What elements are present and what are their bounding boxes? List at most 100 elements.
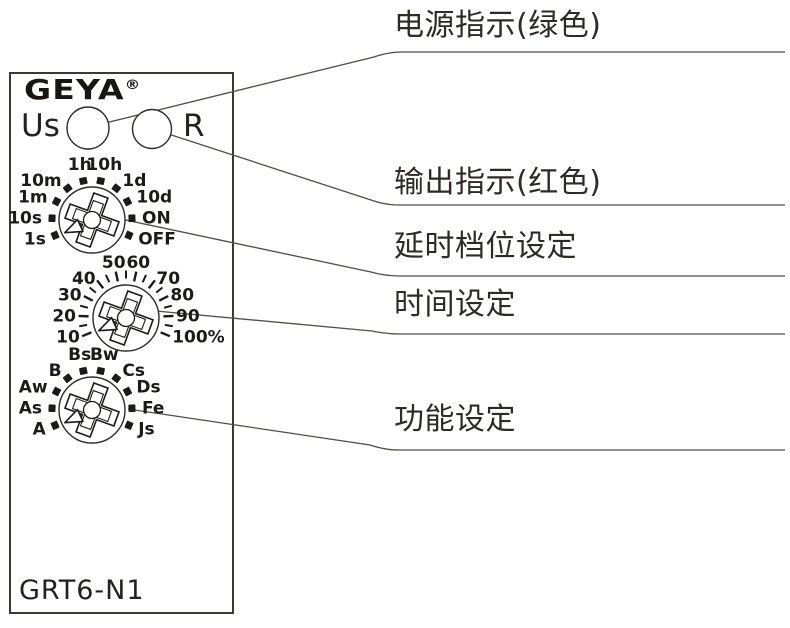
dial-tick — [132, 271, 138, 282]
dial-tick — [125, 270, 127, 279]
dial-scale-label: Fe — [142, 398, 164, 418]
dial-tick — [48, 404, 56, 413]
callout-output-indicator: 输出指示(红色) — [394, 165, 602, 200]
dial-tick — [124, 230, 134, 240]
dial-tick — [122, 196, 133, 207]
dial-scale-label: 1s — [24, 230, 46, 250]
dial-tick — [81, 331, 92, 338]
dial-scale-label: Ds — [136, 377, 160, 397]
dial-tick — [163, 314, 174, 318]
callout-leader-line-time — [144, 309, 785, 335]
device-front-panel — [9, 72, 234, 614]
dial-scale-label: 20 — [52, 306, 76, 326]
dial-tick — [96, 176, 105, 186]
dial-scale-label: 10 — [56, 328, 80, 348]
output-led — [131, 108, 173, 150]
callout-delay-range-setting: 延时档位设定 — [394, 229, 577, 264]
dial-tick — [128, 404, 136, 413]
callout-time-setting: 时间设定 — [394, 287, 516, 322]
dial-tick — [62, 373, 73, 384]
dial-tick — [147, 279, 156, 289]
dial-scale-label: 10m — [20, 171, 61, 191]
dial-tick — [79, 176, 88, 186]
dial-tick — [105, 274, 111, 283]
dial-tick — [155, 286, 164, 294]
dial-tick — [114, 271, 120, 282]
brand-logo: GEYA® — [24, 76, 140, 104]
knob-pointer-arrow-icon — [64, 408, 84, 424]
dial-scale-label: 50 — [102, 253, 126, 273]
power-led — [66, 106, 110, 150]
power-led-label: Us — [21, 108, 60, 144]
dial-scale-label: 1m — [18, 187, 48, 207]
dial-scale-label: Bs — [68, 345, 91, 365]
rotary-knob[interactable] — [59, 187, 126, 254]
callout-leader-line-delay-range — [115, 217, 785, 277]
dial-tick — [83, 295, 94, 302]
dial-scale-label: 10d — [136, 187, 172, 207]
dial-scale-label: A — [33, 420, 47, 440]
dial-tick — [128, 214, 136, 223]
knob-center — [82, 210, 102, 230]
dial-scale-label: 100% — [172, 328, 225, 348]
model-number: GRT6-N1 — [19, 575, 145, 606]
dial-tick — [50, 230, 60, 240]
callout-function-setting: 功能设定 — [394, 402, 516, 437]
registered-trademark-icon: ® — [124, 78, 141, 93]
dial-scale-label: OFF — [138, 230, 176, 250]
output-led-label: R — [183, 108, 205, 144]
dial-scale-label: 60 — [126, 253, 150, 273]
rotary-knob[interactable] — [59, 377, 126, 444]
knob-pointer-arrow-icon — [64, 218, 84, 234]
dial-tick — [158, 295, 169, 302]
knob-center — [82, 400, 102, 420]
dial-scale-label: 30 — [58, 285, 82, 305]
callout-leader-line-power — [88, 51, 785, 128]
dial-tick — [111, 183, 122, 194]
dial-tick — [51, 386, 62, 397]
callout-power-indicator: 电源指示(绿色) — [394, 8, 602, 43]
dial-tick — [111, 373, 122, 384]
dial-tick — [122, 386, 133, 397]
dial-scale-label: 10s — [8, 208, 42, 228]
dial-scale-label: 10h — [86, 155, 122, 175]
knob-pointer-arrow-icon — [98, 316, 118, 332]
dial-tick — [51, 196, 62, 207]
callout-leader-line-output — [152, 128, 785, 206]
dial-tick — [96, 279, 105, 289]
dial-tick — [78, 314, 89, 318]
dial-scale-label: B — [49, 361, 62, 381]
dial-tick — [163, 304, 173, 309]
dial-tick — [48, 214, 56, 223]
dial-tick — [62, 183, 73, 194]
dial-scale-label: Cs — [122, 361, 145, 381]
dial-tick — [79, 304, 89, 309]
dial-scale-label: 1d — [122, 171, 146, 191]
knob-center — [116, 308, 136, 328]
dial-scale-label: ON — [142, 208, 171, 228]
dial-scale-label: 40 — [72, 269, 96, 289]
dial-tick — [96, 366, 105, 376]
dial-scale-label: 80 — [170, 285, 194, 305]
dial-tick — [124, 420, 134, 430]
dial-tick — [79, 323, 88, 328]
callout-leader-line-function — [127, 408, 785, 451]
dial-tick — [50, 420, 60, 430]
dial-tick — [88, 286, 97, 294]
dial-tick — [164, 323, 173, 328]
brand-logo-text: GEYA — [24, 73, 125, 106]
dial-scale-label: 70 — [156, 269, 180, 289]
dial-tick — [160, 331, 171, 338]
rotary-knob[interactable] — [93, 285, 160, 352]
dial-tick — [141, 274, 147, 283]
dial-scale-label: 1h — [68, 155, 92, 175]
dial-tick — [79, 366, 88, 376]
dial-scale-label: As — [19, 398, 42, 418]
dial-scale-label: Aw — [19, 377, 48, 397]
dial-scale-label: 90 — [176, 306, 200, 326]
